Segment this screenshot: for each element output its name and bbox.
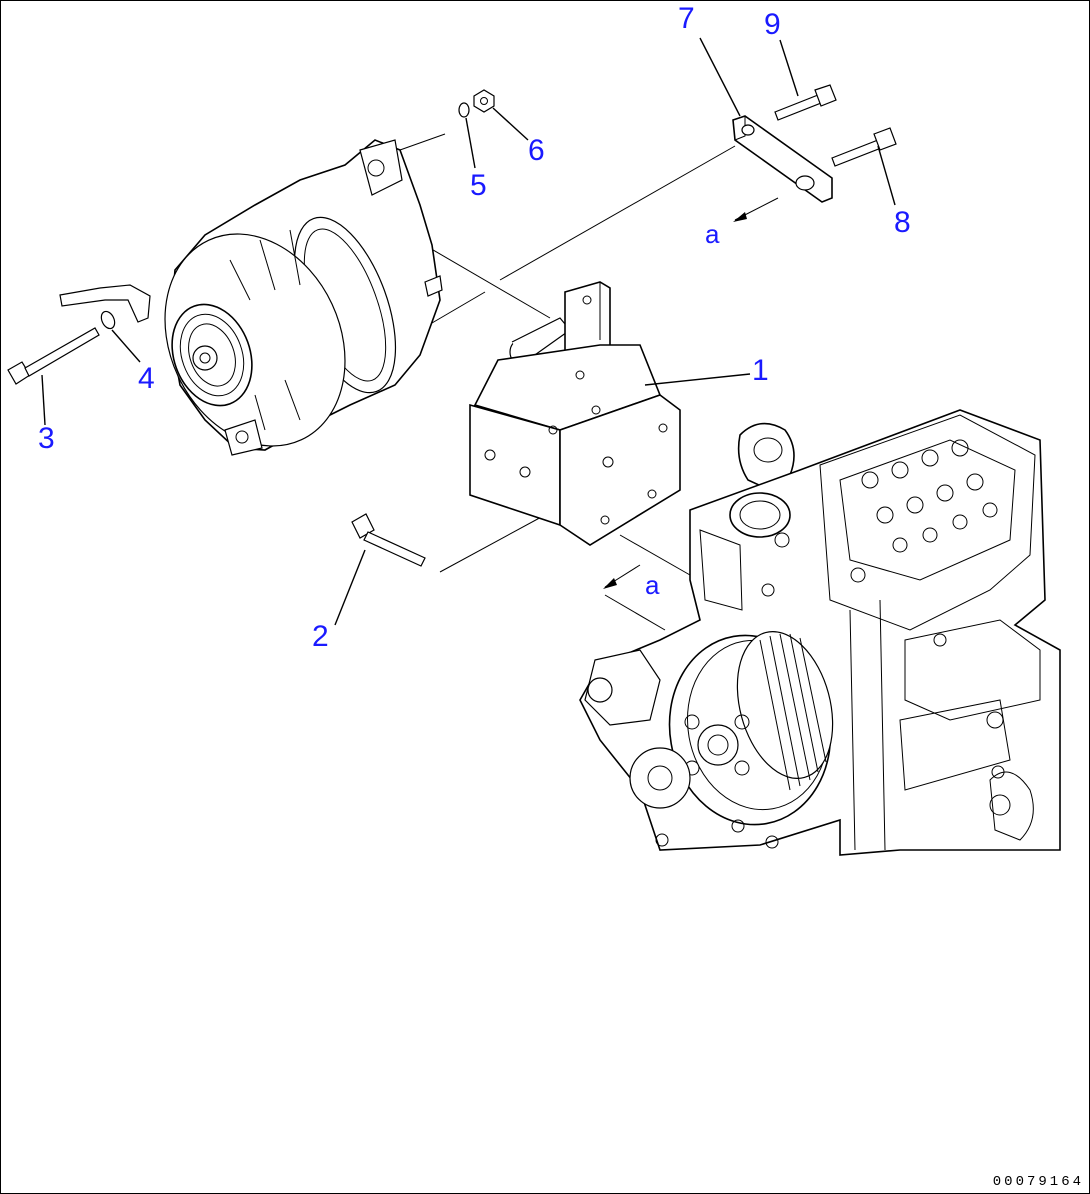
view-arrow-top <box>733 197 779 222</box>
bolt-2 <box>351 513 426 567</box>
callout-6: 6 <box>528 134 545 167</box>
washer-5 <box>458 102 470 118</box>
callout-4: 4 <box>138 362 155 395</box>
view-label-a-bottom: a <box>645 570 660 600</box>
callout-7: 7 <box>678 2 695 35</box>
callout-leaders <box>41 37 896 626</box>
callout-3: 3 <box>38 422 55 455</box>
nut-6 <box>473 89 495 113</box>
callout-1: 1 <box>752 354 769 387</box>
plate-7 <box>732 115 833 203</box>
bracket-1 <box>469 281 681 546</box>
alternator <box>59 139 443 456</box>
bolt-9 <box>774 84 837 121</box>
view-arrow-bottom <box>603 564 641 589</box>
engine <box>579 409 1061 856</box>
washer-4 <box>100 310 116 330</box>
document-number: 00079164 <box>992 1174 1084 1190</box>
callout-8: 8 <box>894 206 911 239</box>
callout-5: 5 <box>470 169 487 202</box>
callout-9: 9 <box>764 8 781 41</box>
bolt-8 <box>831 127 897 167</box>
callout-2: 2 <box>312 620 329 653</box>
bolt-3 <box>7 327 100 385</box>
view-label-a-top: a <box>705 219 720 249</box>
